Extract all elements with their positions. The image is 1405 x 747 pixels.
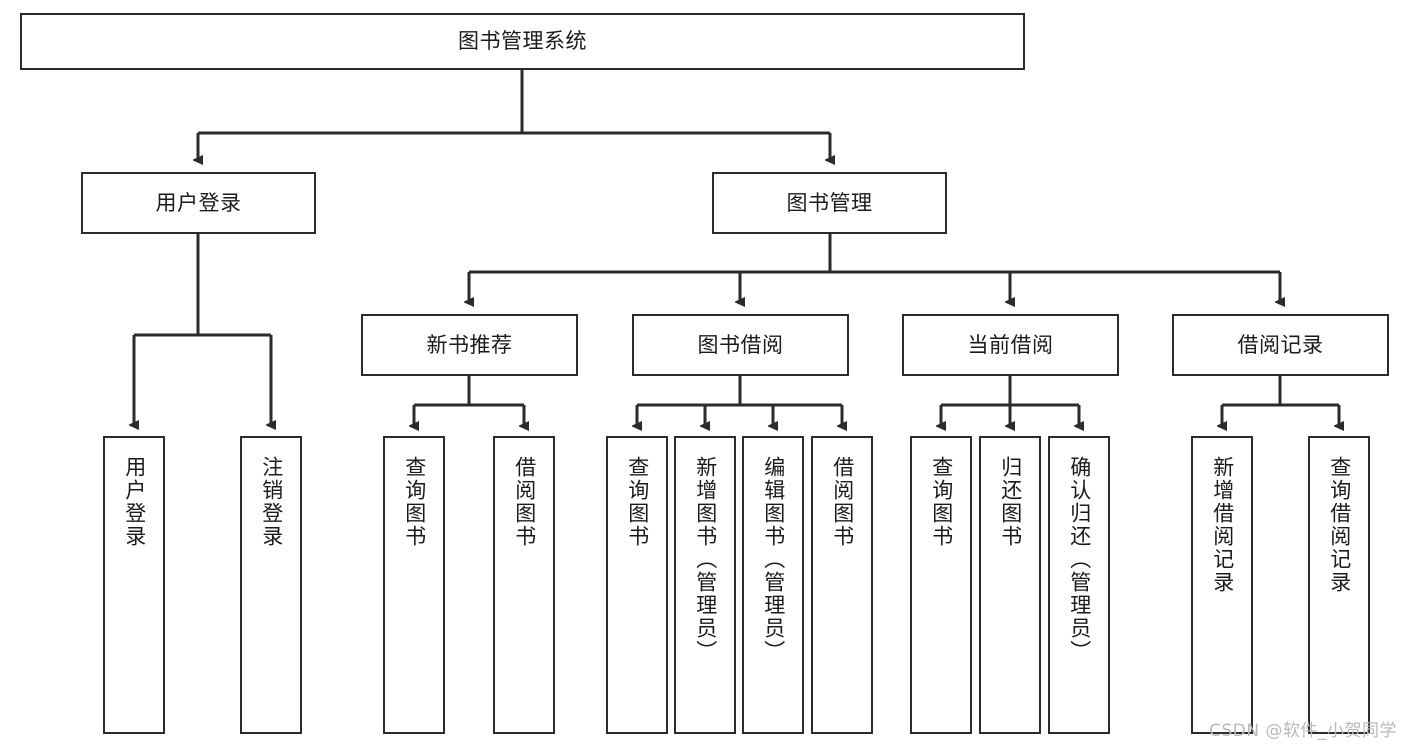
node-current-borrowing[interactable]: 当前借阅 [902,314,1119,376]
node-label: 借阅图书 [830,456,855,548]
node-label: 查询借阅记录 [1327,456,1352,594]
node-root-book-management-system[interactable]: 图书管理系统 [20,13,1025,70]
node-user-login[interactable]: 用户登录 [81,172,316,234]
node-label: 查询图书 [625,456,650,548]
leaf-book-borrow-edit-book-admin[interactable]: 编辑图书（管理员） [742,436,804,734]
node-label: 借阅图书 [512,456,537,548]
node-label: 当前借阅 [967,332,1054,357]
leaf-book-borrow-borrow-book[interactable]: 借阅图书 [811,436,873,734]
leaf-user-login-login[interactable]: 用户登录 [103,436,165,734]
leaf-borrow-record-add-record[interactable]: 新增借阅记录 [1191,436,1253,734]
node-label: 编辑图书（管理员） [761,456,786,663]
node-book-management[interactable]: 图书管理 [712,172,947,234]
node-borrowing-record[interactable]: 借阅记录 [1172,314,1389,376]
leaf-user-login-logout[interactable]: 注销登录 [240,436,302,734]
node-label: 借阅记录 [1237,332,1324,357]
leaf-new-book-query-book[interactable]: 查询图书 [383,436,445,734]
leaf-current-borrow-confirm-return-admin[interactable]: 确认归还（管理员） [1048,436,1110,734]
leaf-current-borrow-return-book[interactable]: 归还图书 [979,436,1041,734]
node-book-borrowing[interactable]: 图书借阅 [632,314,849,376]
node-label: 用户登录 [155,190,242,215]
node-label: 图书管理 [786,190,873,215]
node-label: 图书管理系统 [458,29,587,54]
node-label: 新增借阅记录 [1210,456,1235,594]
node-label: 查询图书 [929,456,954,548]
node-label: 确认归还（管理员） [1067,456,1092,663]
node-label: 查询图书 [402,456,427,548]
leaf-book-borrow-query-book[interactable]: 查询图书 [606,436,668,734]
node-label: 图书借阅 [697,332,784,357]
node-label: 归还图书 [998,456,1023,548]
node-label: 新书推荐 [426,332,513,357]
leaf-borrow-record-query-record[interactable]: 查询借阅记录 [1308,436,1370,734]
node-new-book-recommendation[interactable]: 新书推荐 [361,314,578,376]
leaf-book-borrow-add-book-admin[interactable]: 新增图书（管理员） [674,436,736,734]
leaf-current-borrow-query-book[interactable]: 查询图书 [910,436,972,734]
node-label: 新增图书（管理员） [693,456,718,663]
node-label: 注销登录 [259,456,284,548]
watermark-text: CSDN @软件_小贺同学 [1209,721,1397,741]
node-label: 用户登录 [122,456,147,548]
leaf-new-book-borrow-book[interactable]: 借阅图书 [493,436,555,734]
